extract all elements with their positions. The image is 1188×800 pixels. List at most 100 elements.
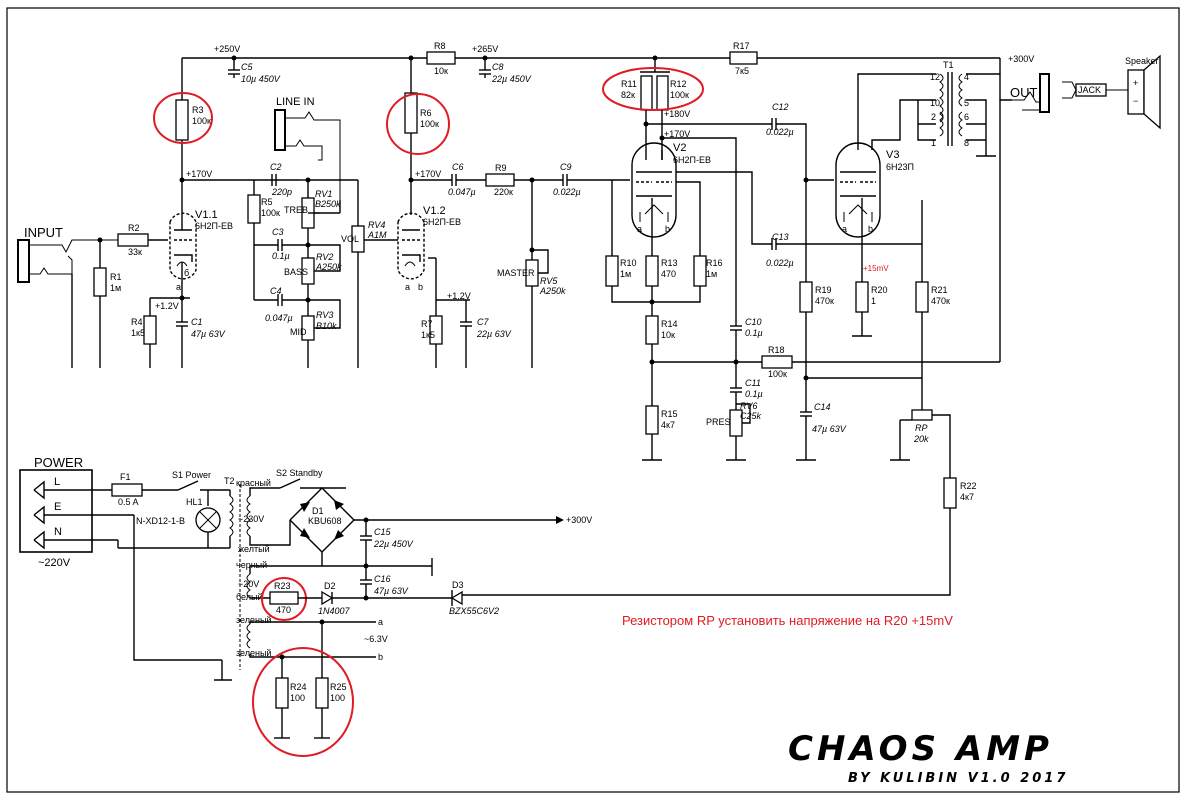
pot-value: B10k — [316, 321, 337, 331]
resistor-R1 — [93, 267, 107, 297]
capacitor-value: 220p — [271, 187, 292, 197]
capacitor-value: 0.047µ — [265, 313, 293, 323]
pot-function: MID — [290, 327, 307, 337]
tube-label: V1.1 — [195, 209, 218, 221]
resistor-value: 82к — [621, 90, 635, 100]
capacitor-label: C14 — [814, 402, 831, 412]
resistor-label: R19 — [815, 285, 832, 295]
transformer-T1 — [939, 72, 963, 146]
transformer-label: T2 — [224, 476, 235, 486]
heater-pin-label: б — [184, 268, 189, 278]
capacitor-value: 0.022µ — [766, 258, 794, 268]
resistor-label: R5 — [261, 197, 273, 207]
switch-label: S2 Standby — [276, 468, 323, 478]
resistor-value: 470 — [276, 605, 291, 615]
heater-pin-label: a — [842, 224, 847, 234]
capacitor-C6 — [451, 174, 457, 186]
resistor-R5 — [247, 194, 261, 224]
speaker-box — [1127, 69, 1145, 115]
capacitor-C11 — [730, 387, 742, 393]
tube-label: V3 — [886, 149, 899, 161]
highlight-circle — [153, 92, 213, 144]
node-label: +1.2V — [155, 301, 179, 311]
pot-label: RV3 — [316, 310, 333, 320]
resistor-label: R14 — [661, 319, 678, 329]
resistor-label: R20 — [871, 285, 888, 295]
capacitor-C3 — [277, 239, 308, 251]
wire-color-label: зеленый — [236, 648, 271, 658]
pot-label: RP — [915, 423, 928, 433]
switch-label: S1 Power — [172, 470, 211, 480]
pin-number: 10 — [930, 98, 940, 108]
capacitor-label: C6 — [452, 162, 464, 172]
hv-rail-wires — [181, 57, 1000, 230]
zener-D3 — [450, 590, 463, 606]
capacitor-C8 — [479, 69, 491, 78]
transformer-label: T1 — [943, 60, 954, 70]
heater-pin-label: b — [868, 224, 873, 234]
resistor-label: R22 — [960, 481, 977, 491]
resistor-value: 100к — [420, 119, 439, 129]
capacitor-value: 0.022µ — [766, 127, 794, 137]
out-jack[interactable] — [1039, 73, 1050, 113]
capacitor-value: 0.1µ — [745, 389, 763, 399]
node-label: +300V — [566, 515, 592, 525]
resistor-label: R16 — [706, 258, 723, 268]
pot-RP[interactable] — [911, 409, 933, 421]
wire-color-label: зеленый — [236, 615, 271, 625]
resistor-R18 — [761, 355, 793, 369]
heater-pin-label: a — [176, 282, 181, 292]
terminal-label: E — [54, 501, 61, 513]
pot-label: RV2 — [316, 252, 333, 262]
iec-inlet[interactable] — [19, 469, 93, 553]
resistor-R25 — [315, 677, 329, 709]
setup-note: Резистором RP установить напряжение на R… — [622, 613, 953, 628]
resistor-value: 1к5 — [131, 328, 145, 338]
input-jack[interactable] — [17, 239, 30, 283]
pot-label: RV6 — [740, 401, 757, 411]
capacitor-C15 — [360, 520, 372, 566]
resistor-R16 — [693, 255, 707, 287]
highlight-circle — [252, 647, 354, 757]
capacitor-label: C1 — [191, 317, 203, 327]
tube-V1-2 — [397, 212, 425, 280]
pin-number: 6 — [964, 112, 969, 122]
capacitor-label: C4 — [270, 286, 282, 296]
pot-value: B250k — [315, 199, 341, 209]
capacitor-C14 — [796, 378, 816, 461]
wire-color-label: красный — [236, 478, 271, 488]
pot-function: TREB — [284, 205, 308, 215]
pot-value: 20k — [913, 434, 929, 444]
winding-voltage: ~6.3V — [364, 634, 388, 644]
resistor-value: 470к — [815, 296, 834, 306]
pot-value: A250k — [315, 262, 342, 272]
capacitor-label: C3 — [272, 227, 284, 237]
resistor-R22 — [943, 477, 957, 509]
resistor-label: R9 — [495, 163, 507, 173]
lamp-label: HL1 — [186, 497, 203, 507]
resistor-value: 1к5 — [421, 330, 435, 340]
node-label: +180V — [664, 109, 690, 119]
capacitor-value: 22µ 450V — [491, 74, 532, 84]
resistor-R24 — [275, 677, 289, 709]
terminal-label: L — [54, 476, 60, 488]
resistor-value: 4к7 — [661, 420, 675, 430]
resistor-R19 — [799, 281, 813, 313]
resistor-label: R23 — [274, 581, 291, 591]
winding-voltage: ~20V — [238, 579, 259, 589]
resistor-R21 — [915, 281, 929, 313]
capacitor-C9 — [562, 174, 568, 186]
resistor-R20 — [855, 281, 869, 313]
transformer-T2 — [229, 484, 251, 670]
resistor-R12 — [656, 75, 669, 111]
capacitor-value: 0.1µ — [745, 328, 763, 338]
line-in-jack[interactable] — [274, 109, 286, 151]
resistor-value: 100к — [670, 90, 689, 100]
resistor-value: 10к — [661, 330, 675, 340]
diode-label: D3 — [452, 580, 464, 590]
resistor-label: R1 — [110, 272, 122, 282]
diode-part: KBU608 — [308, 516, 342, 526]
resistor-R17 — [729, 51, 758, 65]
node-label: +1.2V — [447, 291, 471, 301]
